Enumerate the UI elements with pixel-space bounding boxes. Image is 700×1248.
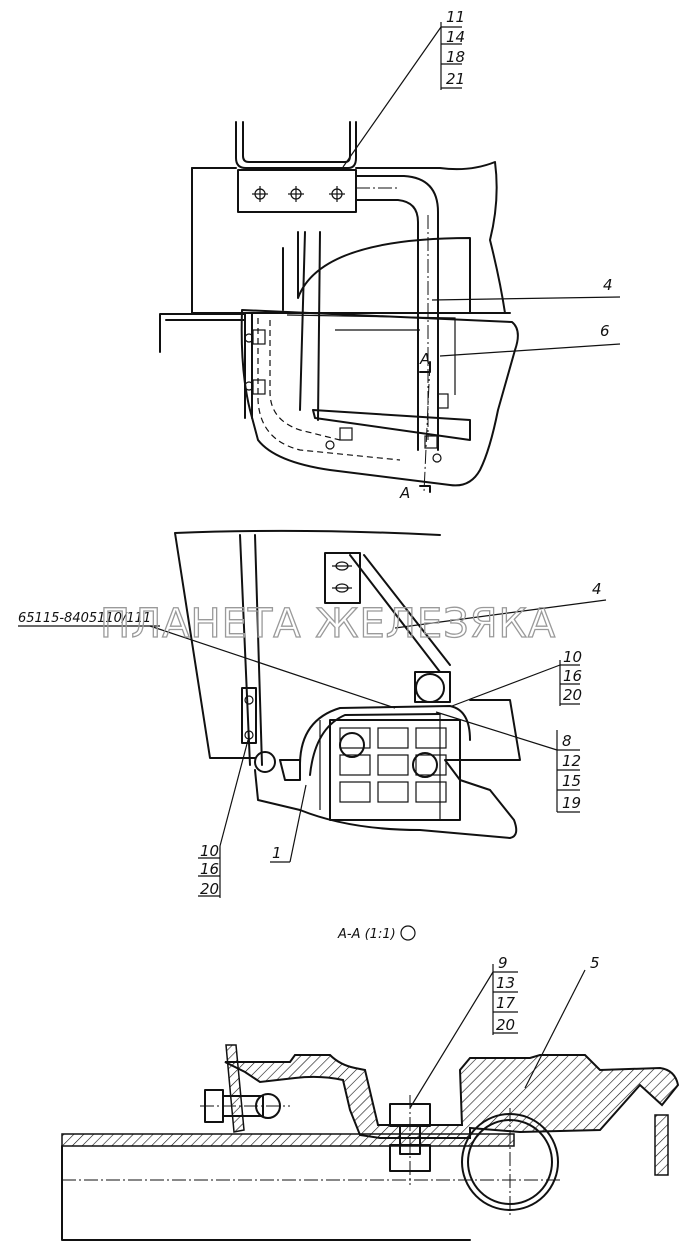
cab-side-panel xyxy=(174,529,441,759)
tube-bracket xyxy=(355,175,439,451)
label-stack-top: 11 14 18 21 xyxy=(342,8,465,168)
label-20-s: 20 xyxy=(496,1016,515,1034)
label-16-l: 16 xyxy=(200,860,219,878)
section-view: А-А (1:1) xyxy=(61,925,680,1241)
label-20-l: 20 xyxy=(200,880,219,898)
step-back-panel xyxy=(297,231,471,314)
label-10-l: 10 xyxy=(200,842,219,860)
callout-4-top: 4 xyxy=(603,276,613,294)
roller-left xyxy=(339,732,365,758)
bottom-bolts xyxy=(325,393,449,463)
step-assembly xyxy=(254,699,521,839)
step-profile xyxy=(224,1054,680,1139)
label-stack-right-bottom: 8 12 15 19 xyxy=(435,711,581,813)
label-21: 21 xyxy=(446,70,465,88)
cab-panel xyxy=(191,167,511,314)
left-clamp xyxy=(244,312,266,419)
part-number: 65115-8405110/111 xyxy=(18,611,151,626)
mounting-plate xyxy=(237,169,357,213)
top-view: 11 14 18 21 xyxy=(159,8,621,502)
callout-5: 5 xyxy=(590,954,600,972)
tread-plate xyxy=(312,409,471,441)
upper-bracket-plate xyxy=(324,552,361,604)
label-9: 9 xyxy=(498,954,508,972)
callout-4-middle: 4 xyxy=(592,580,602,598)
label-20-r: 20 xyxy=(563,686,582,704)
label-15: 15 xyxy=(562,772,581,790)
label-11: 11 xyxy=(446,8,465,26)
bolt-cross-2 xyxy=(288,186,304,202)
section-title: А-А (1:1) xyxy=(337,927,396,942)
scale-circle xyxy=(400,925,416,941)
diagonal-strut xyxy=(349,554,451,673)
grid-pattern xyxy=(339,727,447,803)
side-strip xyxy=(654,1114,669,1176)
bolt-cross-1 xyxy=(252,186,268,202)
label-stack-right-top: 10 16 20 xyxy=(451,648,582,707)
section-letter-lower: A xyxy=(399,484,410,502)
label-10-r: 10 xyxy=(563,648,582,666)
part-number-leader: 65115-8405110/111 xyxy=(18,611,396,709)
center-bolt xyxy=(389,1095,431,1185)
label-13: 13 xyxy=(496,974,515,992)
bolt-cross-3 xyxy=(329,186,345,202)
label-19: 19 xyxy=(562,794,581,812)
hook-bracket xyxy=(235,121,357,169)
label-17: 17 xyxy=(496,994,516,1012)
label-8: 8 xyxy=(562,732,572,750)
callout-1: 1 xyxy=(272,844,282,862)
watermark: ПЛАНЕТА ЖЕЛЕЗЯКА xyxy=(100,601,556,647)
label-stack-section: 9 13 17 20 xyxy=(409,954,518,1109)
section-mark: A A xyxy=(399,350,431,502)
roller-right xyxy=(412,752,438,778)
left-bolt-assembly xyxy=(200,1044,290,1133)
label-14: 14 xyxy=(446,28,465,46)
label-18: 18 xyxy=(446,48,465,66)
callout-6: 6 xyxy=(600,322,610,340)
label-stack-left: 10 16 20 xyxy=(198,739,249,898)
label-12: 12 xyxy=(562,752,581,770)
label-16-r: 16 xyxy=(563,667,582,685)
section-letter-upper: A xyxy=(419,350,430,368)
middle-view: 65115-8405110/111 4 10 16 20 8 12 xyxy=(18,529,607,898)
step-body xyxy=(240,309,519,487)
